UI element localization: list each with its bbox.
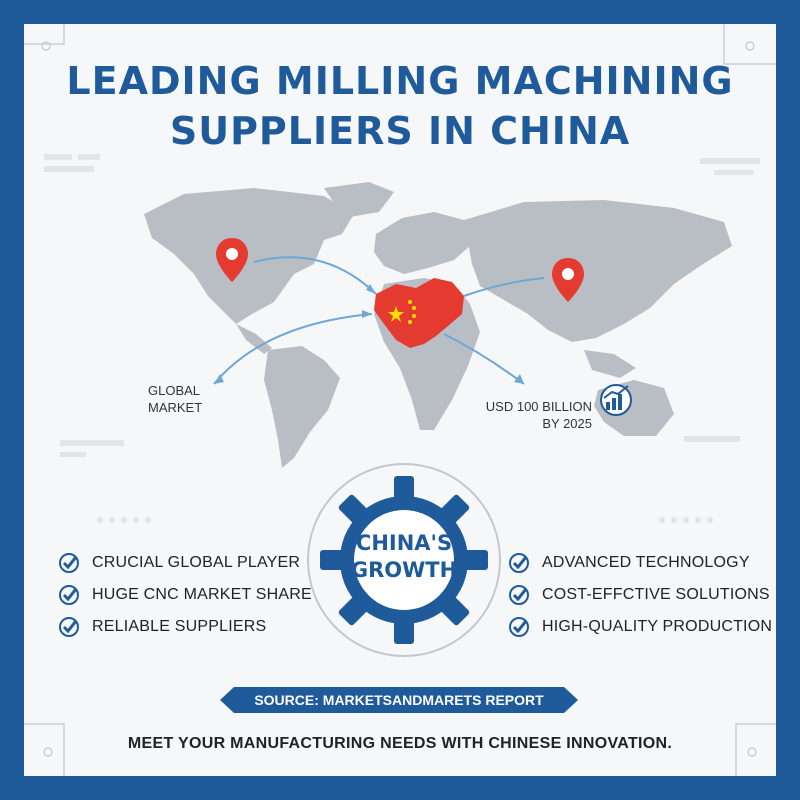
continent-north-america xyxy=(144,188,354,324)
check-icon xyxy=(59,585,79,605)
gear-icon xyxy=(307,463,501,657)
tagline: MEET YOUR MANUFACTURING NEEDS WITH CHINE… xyxy=(127,735,673,752)
arrow-global-to-china xyxy=(213,313,373,385)
list-item: ADVANCED TECHNOLOGY xyxy=(508,548,772,578)
location-pin-icon xyxy=(216,238,248,282)
left-feature-list: CRUCIAL GLOBAL PLAYER HUGE CNC MARKET SH… xyxy=(58,548,312,644)
arrow-na-to-china xyxy=(253,256,377,295)
source-banner-left-tip xyxy=(220,687,234,713)
check-icon xyxy=(509,553,529,573)
page-title: LEADING MILLING MACHINING SUPPLIERS IN C… xyxy=(24,56,776,156)
check-icon xyxy=(59,617,79,637)
list-item: HUGE CNC MARKET SHARE xyxy=(58,580,312,610)
source-banner-right-tip xyxy=(564,687,578,713)
location-pin-icon xyxy=(552,258,584,302)
continent-europe xyxy=(374,212,472,274)
content-panel: LEADING MILLING MACHINING SUPPLIERS IN C… xyxy=(24,24,776,776)
china-highlight xyxy=(374,278,464,348)
list-item: RELIABLE SUPPLIERS xyxy=(58,612,312,642)
chart-growth-icon xyxy=(600,384,632,416)
list-item: HIGH-QUALITY PRODUCTION xyxy=(508,612,772,642)
landmass-central-america xyxy=(236,324,272,354)
china-flag-stars xyxy=(388,300,416,324)
check-icon xyxy=(509,617,529,637)
continent-south-america xyxy=(264,346,340,468)
center-growth-text: CHINA'S GROWTH xyxy=(350,531,458,582)
title-line-1: LEADING MILLING MACHINING xyxy=(66,59,734,103)
circuit-decoration xyxy=(24,24,776,776)
world-map-section: GLOBAL MARKET USD 100 BILLION BY 2025 xyxy=(24,174,776,484)
list-item: CRUCIAL GLOBAL PLAYER xyxy=(58,548,312,578)
check-icon xyxy=(59,553,79,573)
projection-label: USD 100 BILLION BY 2025 xyxy=(485,399,592,431)
right-feature-list: ADVANCED TECHNOLOGY COST-EFFCTIVE SOLUTI… xyxy=(508,548,772,644)
arrow-china-to-projection xyxy=(443,333,525,385)
source-banner: SOURCE: MARKETSANDMARETS REPORT xyxy=(234,687,564,713)
list-item: COST-EFFCTIVE SOLUTIONS xyxy=(508,580,772,610)
landmass-southeast-asia xyxy=(584,350,636,378)
world-map xyxy=(144,182,732,468)
arrow-asia-to-china xyxy=(463,277,545,297)
title-line-2: SUPPLIERS IN CHINA xyxy=(169,109,631,153)
check-icon xyxy=(509,585,529,605)
global-market-label: GLOBAL MARKET xyxy=(148,383,203,415)
landmass-greenland xyxy=(324,182,394,218)
continent-asia xyxy=(464,200,732,342)
